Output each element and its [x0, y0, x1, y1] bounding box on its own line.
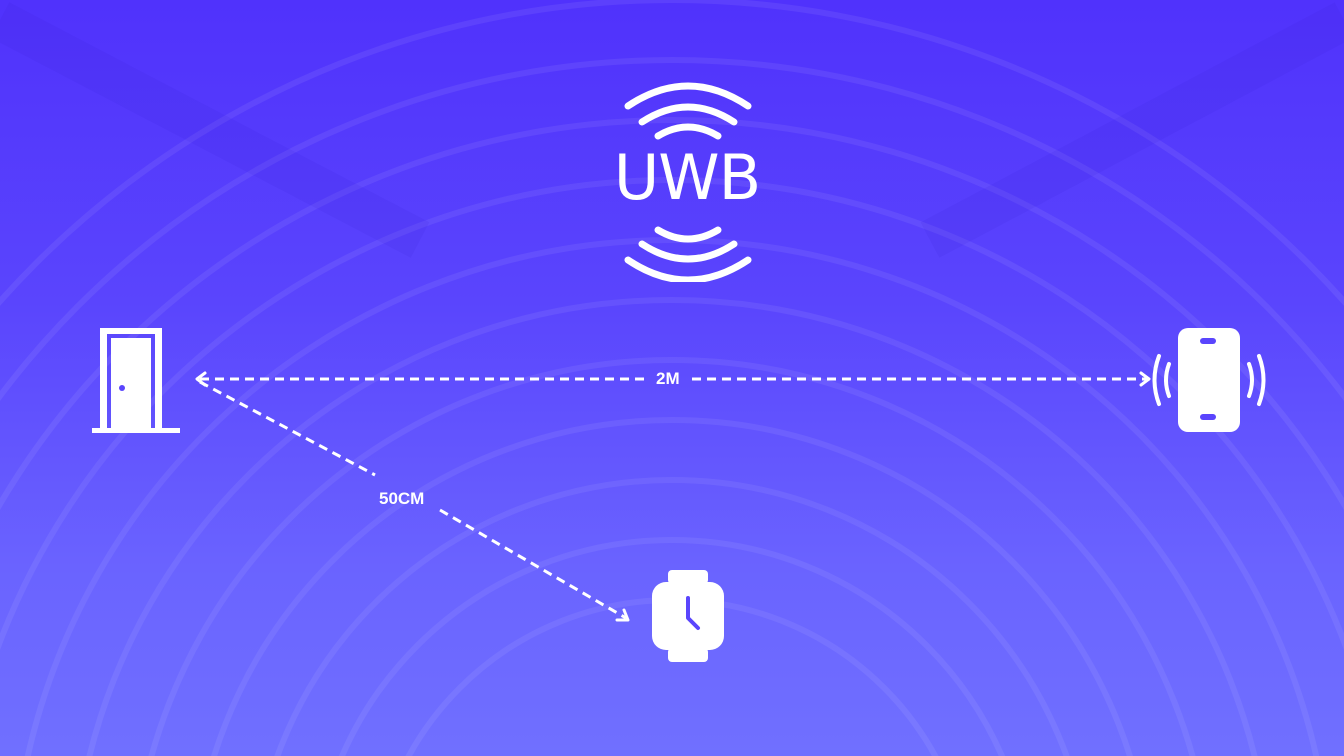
- door-icon: [92, 328, 180, 433]
- smartwatch-icon: [652, 570, 724, 662]
- signal-waves-up-icon: [624, 82, 752, 140]
- uwb-title: UWB: [613, 141, 761, 214]
- door-watch-line: [199, 380, 376, 477]
- distance-label-2m: 2M: [656, 369, 680, 388]
- distance-label-50cm: 50CM: [379, 489, 425, 508]
- signal-waves-down-icon: [624, 226, 752, 282]
- vibrating-phone-icon: [1152, 328, 1266, 432]
